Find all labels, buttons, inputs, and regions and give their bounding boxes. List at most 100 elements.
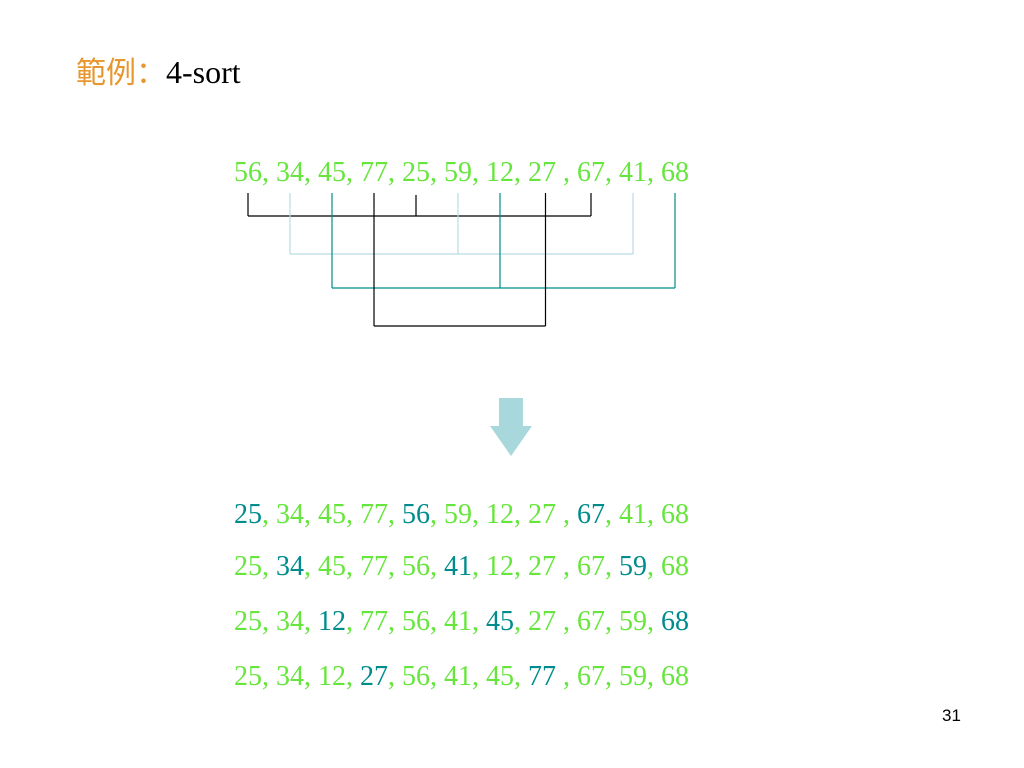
initial-value-2: 34 — [276, 157, 304, 188]
sorted-row-4-value-1: 25 — [234, 661, 262, 692]
sorted-row-3-value-6: 41 — [444, 606, 472, 637]
sorted-row-4-value-2: 34 — [276, 661, 304, 692]
title-text: 4-sort — [166, 54, 241, 90]
separator: , — [346, 499, 360, 530]
initial-value-9: 67 — [577, 157, 605, 188]
separator: , — [346, 551, 360, 582]
separator: , — [605, 606, 619, 637]
sorted-row-1-value-3: 45 — [318, 499, 346, 530]
slide-title: 範例：4-sort — [76, 52, 241, 94]
sorted-row-3-value-2: 34 — [276, 606, 304, 637]
sorted-row-1-value-5: 56 — [402, 499, 430, 530]
sorted-row-1-value-2: 34 — [276, 499, 304, 530]
sorted-row-1-value-1: 25 — [234, 499, 262, 530]
separator: , — [430, 606, 444, 637]
sorted-row-2-value-2: 34 — [276, 551, 304, 582]
initial-value-7: 12 — [486, 157, 514, 188]
separator: , — [605, 551, 619, 582]
separator: , — [388, 606, 402, 637]
separator: , — [388, 661, 402, 692]
group-bracket-diagram — [247, 193, 676, 327]
sorted-row-3-value-8: 27 — [528, 606, 563, 637]
title-prefix: 範例： — [76, 56, 166, 91]
sorted-row-4-value-3: 12 — [318, 661, 346, 692]
sorted-row-2-value-7: 12 — [486, 551, 514, 582]
separator: , — [563, 157, 577, 188]
sorted-row-1-value-6: 59 — [444, 499, 472, 530]
separator: , — [346, 661, 360, 692]
separator: , — [514, 499, 528, 530]
separator: , — [262, 157, 276, 188]
initial-sequence: 56, 34, 45, 77, 25, 59, 12, 27 , 67, 41,… — [234, 156, 689, 190]
sorted-row-2-value-4: 77 — [360, 551, 388, 582]
initial-value-11: 68 — [661, 157, 689, 188]
separator: , — [472, 499, 486, 530]
sorted-row-2-value-11: 68 — [661, 551, 689, 582]
initial-value-10: 41 — [619, 157, 647, 188]
separator: , — [563, 661, 577, 692]
separator: , — [262, 551, 276, 582]
sorted-row-2-value-8: 27 — [528, 551, 563, 582]
separator: , — [262, 661, 276, 692]
sorted-row-2-value-9: 67 — [577, 551, 605, 582]
separator: , — [430, 551, 444, 582]
separator: , — [430, 661, 444, 692]
separator: , — [647, 661, 661, 692]
sorted-row-3-value-3: 12 — [318, 606, 346, 637]
initial-value-1: 56 — [234, 157, 262, 188]
separator: , — [388, 499, 402, 530]
sorted-row-3-value-9: 67 — [577, 606, 605, 637]
sorted-row-3-value-11: 68 — [661, 606, 689, 637]
separator: , — [647, 499, 661, 530]
sorted-row-4-value-10: 59 — [619, 661, 647, 692]
initial-value-3: 45 — [318, 157, 346, 188]
separator: , — [563, 606, 577, 637]
separator: , — [262, 606, 276, 637]
separator: , — [262, 499, 276, 530]
separator: , — [346, 157, 360, 188]
separator: , — [647, 606, 661, 637]
separator: , — [647, 157, 661, 188]
sorted-row-3-value-7: 45 — [486, 606, 514, 637]
initial-value-5: 25 — [402, 157, 430, 188]
separator: , — [472, 157, 486, 188]
sorted-row-4: 25, 34, 12, 27, 56, 41, 45, 77 , 67, 59,… — [234, 660, 689, 694]
sorted-row-2-value-10: 59 — [619, 551, 647, 582]
separator: , — [304, 551, 318, 582]
separator: , — [304, 499, 318, 530]
separator: , — [605, 499, 619, 530]
sorted-row-2-value-1: 25 — [234, 551, 262, 582]
sorted-row-1-value-10: 41 — [619, 499, 647, 530]
separator: , — [563, 499, 577, 530]
sorted-row-4-value-11: 68 — [661, 661, 689, 692]
separator: , — [472, 606, 486, 637]
sorted-row-2-value-5: 56 — [402, 551, 430, 582]
initial-value-8: 27 — [528, 157, 563, 188]
initial-value-4: 77 — [360, 157, 388, 188]
sorted-row-4-value-5: 56 — [402, 661, 430, 692]
sorted-row-1-value-9: 67 — [577, 499, 605, 530]
sorted-row-1-value-11: 68 — [661, 499, 689, 530]
separator: , — [472, 551, 486, 582]
separator: , — [514, 606, 528, 637]
separator: , — [563, 551, 577, 582]
sorted-row-2-value-3: 45 — [318, 551, 346, 582]
separator: , — [430, 499, 444, 530]
sorted-row-4-value-7: 45 — [486, 661, 514, 692]
sorted-row-4-value-6: 41 — [444, 661, 472, 692]
separator: , — [514, 157, 528, 188]
separator: , — [388, 551, 402, 582]
sorted-row-1-value-7: 12 — [486, 499, 514, 530]
separator: , — [472, 661, 486, 692]
sorted-row-1-value-4: 77 — [360, 499, 388, 530]
separator: , — [514, 551, 528, 582]
separator: , — [605, 661, 619, 692]
sorted-row-4-value-4: 27 — [360, 661, 388, 692]
sorted-row-4-value-8: 77 — [528, 661, 563, 692]
separator: , — [304, 661, 318, 692]
down-arrow-icon — [490, 398, 532, 456]
separator: , — [605, 157, 619, 188]
sorted-row-3-value-4: 77 — [360, 606, 388, 637]
sorted-row-2-value-6: 41 — [444, 551, 472, 582]
separator: , — [304, 157, 318, 188]
